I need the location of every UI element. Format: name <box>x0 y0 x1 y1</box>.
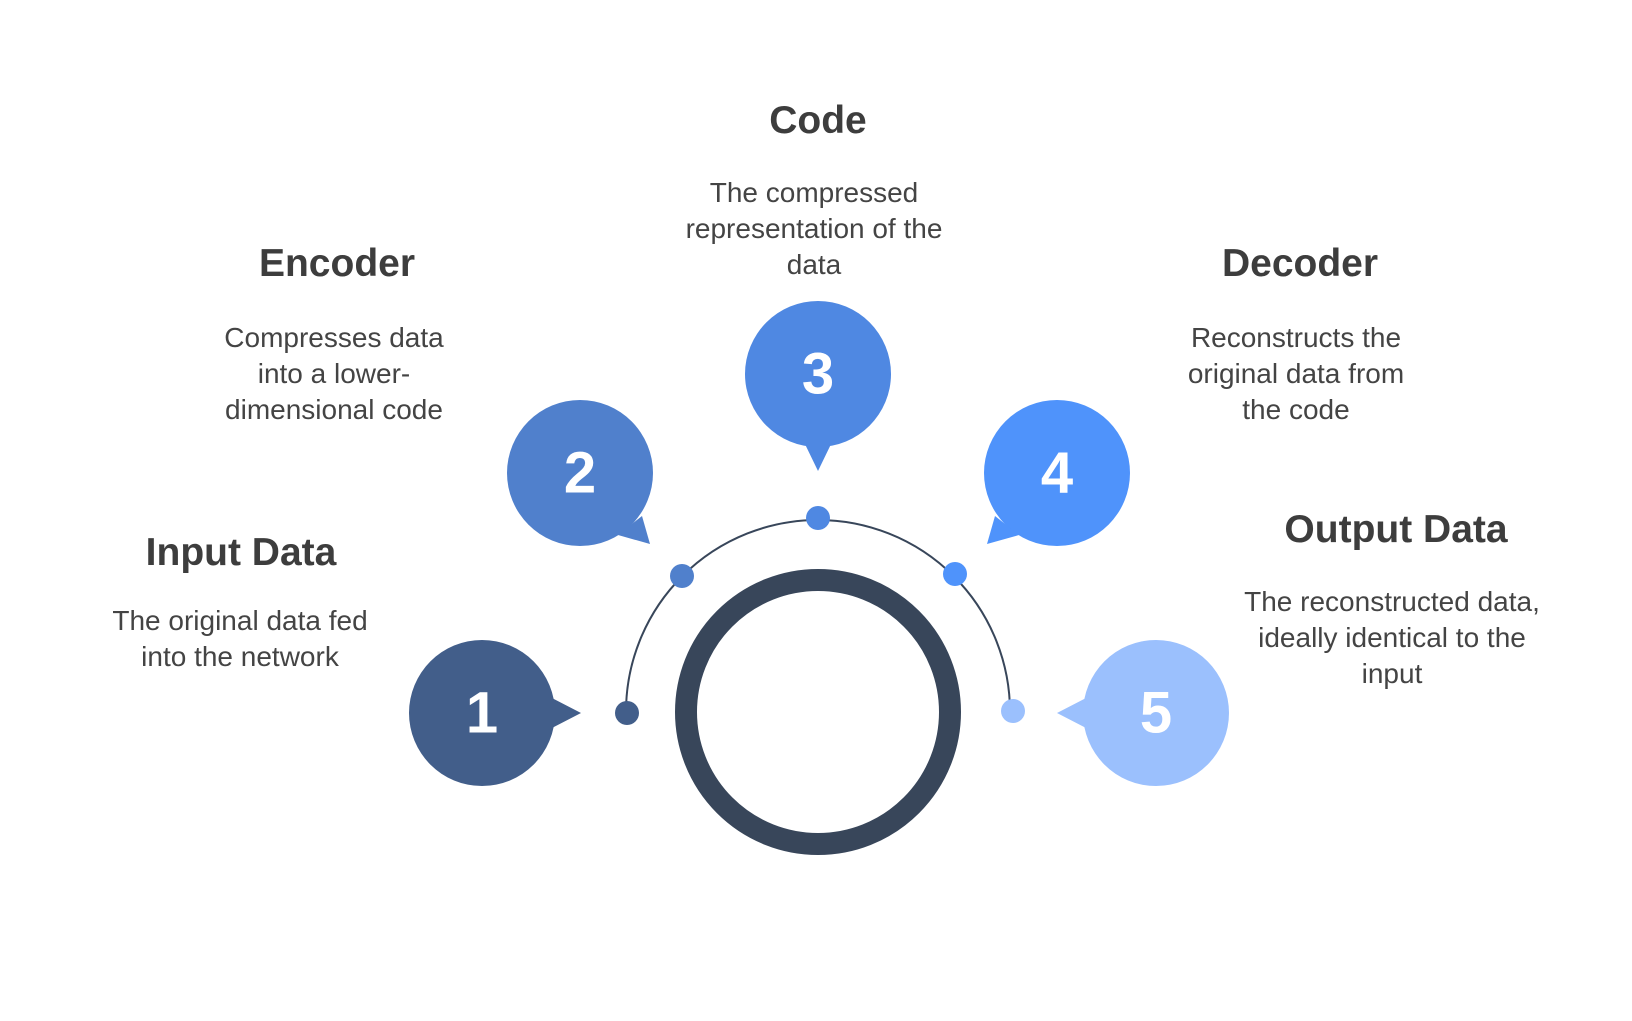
step-number-2: 2 <box>564 441 596 506</box>
step-number-1: 1 <box>466 681 498 746</box>
step-badge-2: 2 <box>507 400 653 546</box>
step-title-encoder: Encoder <box>258 242 416 285</box>
step-title-code: Code <box>769 99 867 142</box>
step-description-code: The compressed representation of the dat… <box>685 177 943 280</box>
arc-node-2 <box>670 564 694 588</box>
step-number-3: 3 <box>802 342 834 407</box>
step-badge-4: 4 <box>984 400 1130 546</box>
step-badge-1: 1 <box>409 640 581 786</box>
center-ring <box>675 569 961 855</box>
step-description-decoder: Reconstructs the original data from the … <box>1187 322 1405 425</box>
arc-node-3 <box>806 506 830 530</box>
arc-node-4 <box>943 562 967 586</box>
step-number-4: 4 <box>1041 441 1073 506</box>
arc-node-1 <box>615 701 639 725</box>
step-title-decoder: Decoder <box>1221 242 1379 285</box>
step-badge-3: 3 <box>745 301 891 471</box>
step-title-input-data: Input Data <box>145 531 337 574</box>
step-description-input-data: The original data fed into the network <box>112 605 368 672</box>
step-badge-5: 5 <box>1057 640 1229 786</box>
step-number-5: 5 <box>1140 681 1172 746</box>
step-title-output-data: Output Data <box>1284 508 1508 551</box>
step-description-encoder: Compresses data into a lower-dimensional… <box>224 322 444 425</box>
step-description-output-data: The reconstructed data, ideally identica… <box>1244 586 1540 689</box>
arc-node-5 <box>1001 699 1025 723</box>
